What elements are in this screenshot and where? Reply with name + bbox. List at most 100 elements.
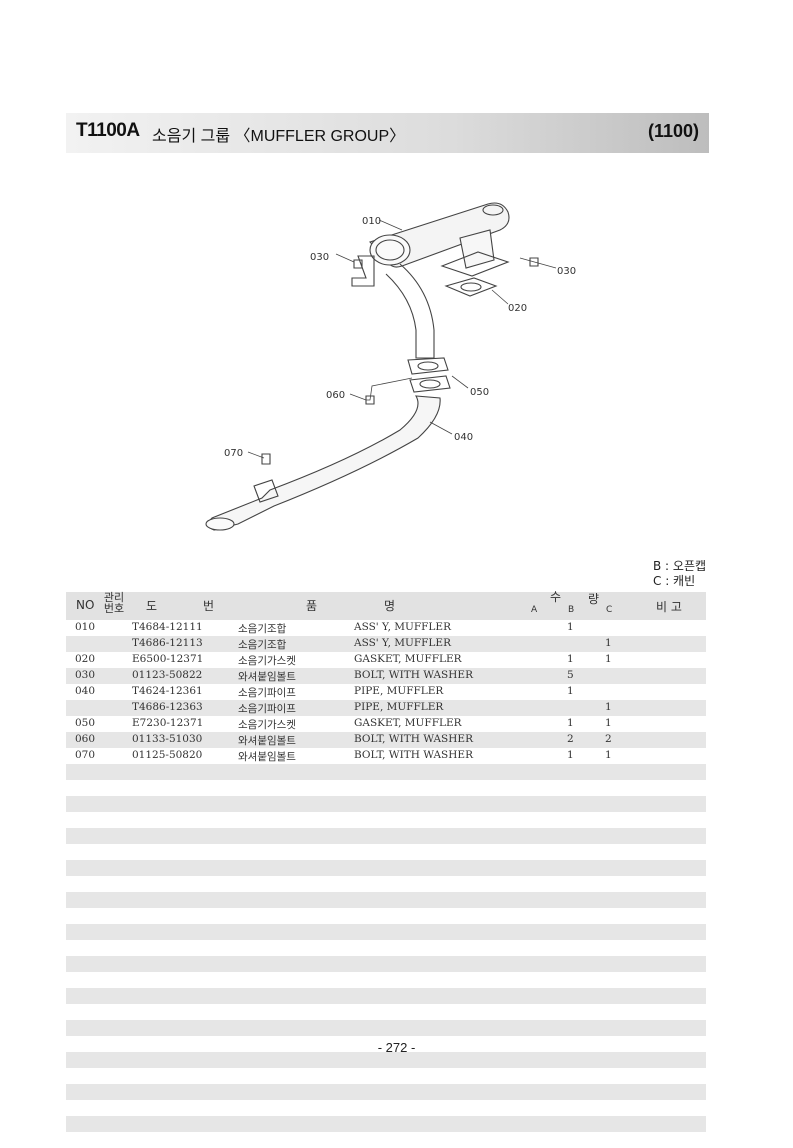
header-col-c: C xyxy=(606,605,613,615)
header-mgmt-number: 관리번호 xyxy=(103,591,125,615)
qty-c: 1 xyxy=(605,749,612,761)
group-title: 소음기 그룹 〈MUFFLER GROUP〉 xyxy=(152,128,406,145)
english-name: ASS' Y, MUFFLER xyxy=(354,621,451,633)
legend-c: C : 캐빈 xyxy=(653,574,696,588)
table-row-empty xyxy=(66,972,706,988)
callout-040: 040 xyxy=(454,432,473,443)
qty-b: 1 xyxy=(567,717,574,729)
table-header: NO 관리번호 도 번 품 명 수 량 A B C 비 고 xyxy=(66,590,706,620)
table-row-empty xyxy=(66,908,706,924)
row-no: 060 xyxy=(75,733,96,745)
bolt-060 xyxy=(365,395,375,405)
qty-b: 5 xyxy=(567,669,574,681)
table-row-empty xyxy=(66,876,706,892)
part-number: E6500-12371 xyxy=(132,653,204,665)
table-row-empty xyxy=(66,1068,706,1084)
table-row-empty xyxy=(66,1132,706,1148)
part-number: T4686-12113 xyxy=(132,637,203,649)
muffler-bracket xyxy=(351,255,375,287)
qty-c: 2 xyxy=(605,733,612,745)
bolt-030-left xyxy=(353,259,363,269)
korean-name: 소음기가스켓 xyxy=(238,719,296,731)
qty-b: 1 xyxy=(567,685,574,697)
model-number: (1100) xyxy=(647,121,699,141)
bolt-030-right xyxy=(529,257,539,267)
table-row-empty xyxy=(66,924,706,940)
callout-030-right: 030 xyxy=(557,266,576,277)
english-name: BOLT, WITH WASHER xyxy=(354,669,473,681)
english-name: GASKET, MUFFLER xyxy=(354,717,462,729)
pipe-040 xyxy=(207,395,441,531)
table-row: 040 T4624-12361 소음기파이프 PIPE, MUFFLER 1 xyxy=(66,684,706,700)
korean-name: 소음기파이프 xyxy=(238,687,296,699)
callout-070: 070 xyxy=(224,448,243,459)
header-drawing-1: 도 xyxy=(146,599,158,613)
table-row: 010 T4684-12111 소음기조합 ASS' Y, MUFFLER 1 xyxy=(66,620,706,636)
header-name-2: 명 xyxy=(384,599,396,613)
table-row-empty xyxy=(66,1004,706,1020)
header-qty-2: 량 xyxy=(588,592,600,606)
row-no: 040 xyxy=(75,685,96,697)
table-row-empty xyxy=(66,828,706,844)
qty-b: 2 xyxy=(567,733,574,745)
table-row-empty xyxy=(66,796,706,812)
qty-b: 1 xyxy=(567,653,574,665)
table-row-empty xyxy=(66,892,706,908)
qty-c: 1 xyxy=(605,637,612,649)
qty-c: 1 xyxy=(605,653,612,665)
muffler-flange xyxy=(440,251,510,277)
table-row: T4686-12113 소음기조합 ASS' Y, MUFFLER 1 xyxy=(66,636,706,652)
pipe-bracket xyxy=(253,479,279,503)
callout-060: 060 xyxy=(326,390,345,401)
callout-030-left: 030 xyxy=(310,252,329,263)
table-row-empty xyxy=(66,780,706,796)
gasket-020 xyxy=(444,277,498,297)
part-number: 01123-50822 xyxy=(132,669,203,681)
table-row-empty xyxy=(66,764,706,780)
row-no: 030 xyxy=(75,669,96,681)
callout-020: 020 xyxy=(508,303,527,314)
header-remarks: 비 고 xyxy=(656,600,682,614)
table-row: 050 E7230-12371 소음기가스켓 GASKET, MUFFLER 1 1 xyxy=(66,716,706,732)
korean-name: 소음기조합 xyxy=(238,623,287,635)
section-header: T1100A 소음기 그룹 〈MUFFLER GROUP〉 (1100) xyxy=(66,113,709,153)
table-row-empty xyxy=(66,812,706,828)
header-name-1: 품 xyxy=(306,599,318,613)
english-name: PIPE, MUFFLER xyxy=(354,685,444,697)
korean-name: 와셔붙임볼트 xyxy=(238,671,296,683)
korean-name: 소음기조합 xyxy=(238,639,287,651)
header-no: NO xyxy=(76,598,95,612)
part-number: T4624-12361 xyxy=(132,685,203,697)
table-row-empty xyxy=(66,940,706,956)
callout-050: 050 xyxy=(470,387,489,398)
row-no: 010 xyxy=(75,621,96,633)
table-row-empty xyxy=(66,1052,706,1068)
english-name: GASKET, MUFFLER xyxy=(354,653,462,665)
qty-c: 1 xyxy=(605,717,612,729)
row-no: 050 xyxy=(75,717,96,729)
table-row: 030 01123-50822 와셔붙임볼트 BOLT, WITH WASHER 5 xyxy=(66,668,706,684)
qty-b: 1 xyxy=(567,749,574,761)
part-number: 01125-50820 xyxy=(132,749,203,761)
legend-b: B : 오픈캡 xyxy=(653,559,707,573)
qty-b: 1 xyxy=(567,621,574,633)
english-name: PIPE, MUFFLER xyxy=(354,701,444,713)
table-row-empty xyxy=(66,1116,706,1132)
table-row-empty xyxy=(66,860,706,876)
exploded-parts-diagram: 010 030 030 020 050 060 040 070 xyxy=(205,202,576,531)
english-name: BOLT, WITH WASHER xyxy=(354,733,473,745)
group-code: T1100A xyxy=(76,120,140,141)
header-qty-1: 수 xyxy=(550,590,562,604)
table-row: 060 01133-51030 와셔붙임볼트 BOLT, WITH WASHER 2 2 xyxy=(66,732,706,748)
korean-name: 와셔붙임볼트 xyxy=(238,735,296,747)
korean-name: 소음기파이프 xyxy=(238,703,296,715)
gasket-050 xyxy=(407,357,449,375)
part-number: E7230-12371 xyxy=(132,717,204,729)
part-number: T4684-12111 xyxy=(132,621,203,633)
page-number: - 272 - xyxy=(377,1040,416,1055)
part-number: 01133-51030 xyxy=(132,733,203,745)
english-name: ASS' Y, MUFFLER xyxy=(354,637,451,649)
